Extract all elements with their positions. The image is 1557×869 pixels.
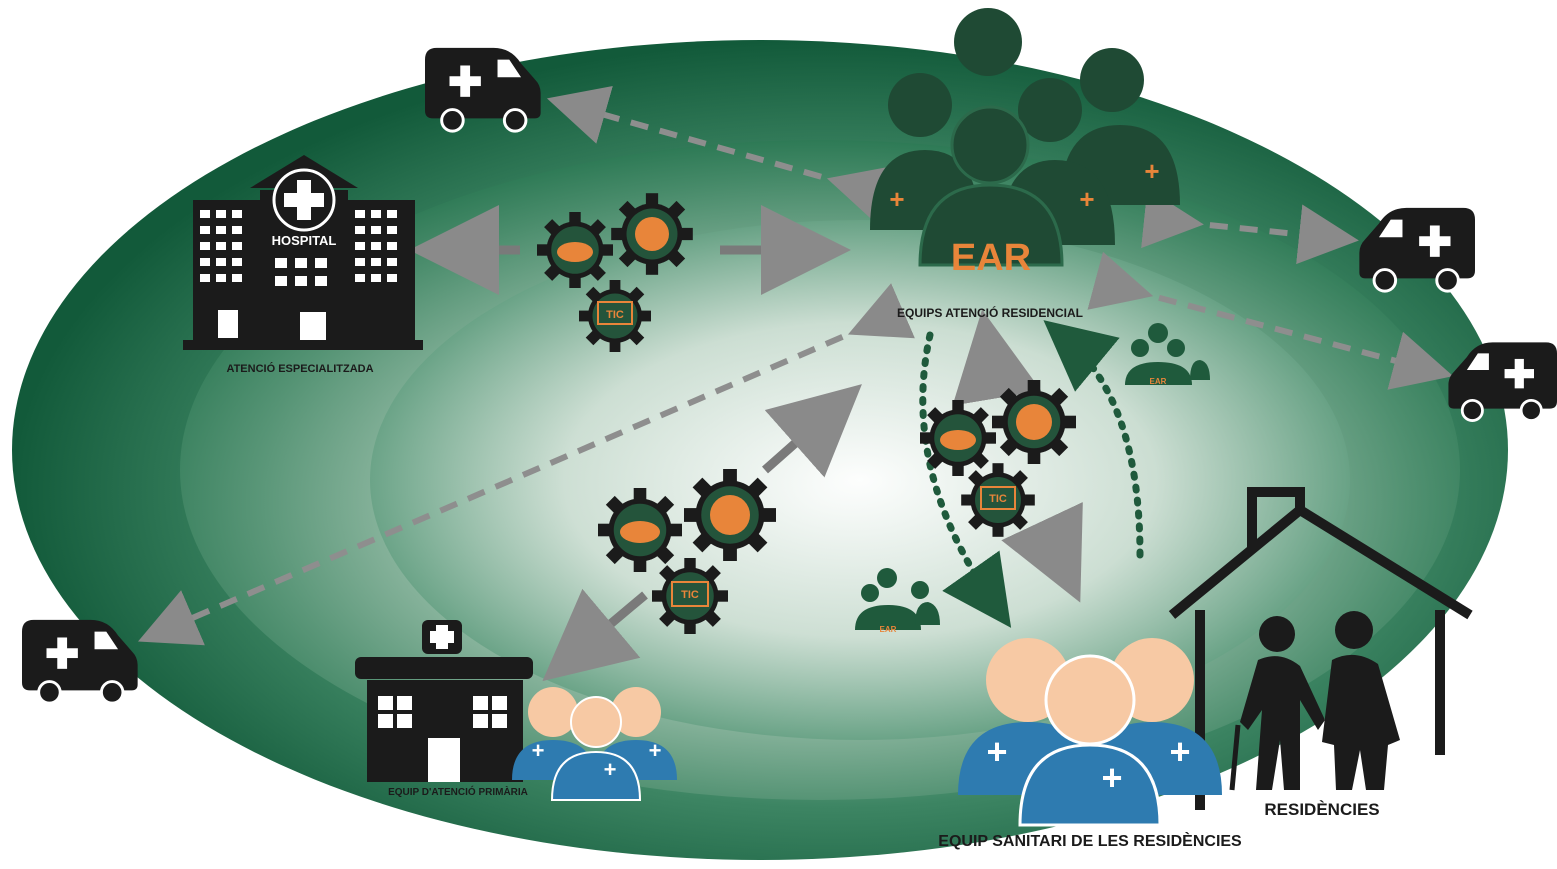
residence-links [919,320,1144,628]
small-ear-label: EAR [1150,377,1167,386]
elderly-couple-icon [1229,611,1400,791]
plus-icon: + [604,757,617,782]
hospital-sign: HOSPITAL [272,233,337,248]
handshake-icon [1016,404,1052,440]
tic-label: TIC [989,493,1007,505]
tic-label: TIC [681,589,699,601]
plus-icon: + [532,738,545,763]
gear-cluster-icon: TIC [537,193,693,352]
small-ear-label: EAR [880,625,897,634]
handshake-icon [710,495,750,535]
ambulance-links [137,86,1454,646]
plus-icon: + [1169,731,1190,772]
small-ear-team-icon: EAR [1125,323,1210,386]
primary-care-label: EQUIP D'ATENCIÓ PRIMÀRIA [388,785,528,798]
plus-icon: + [889,184,904,214]
plus-icon: + [1101,757,1122,798]
plus-icon: + [649,738,662,763]
ear-full-label: EQUIPS ATENCIÓ RESIDENCIAL [897,305,1083,320]
hospital-icon: HOSPITAL [183,155,423,350]
tic-label: TIC [606,309,624,321]
plus-icon: + [1144,156,1159,186]
residence-staff-label: EQUIP SANITARI DE LES RESIDÈNCIES [938,831,1242,850]
plus-icon: + [1079,184,1094,214]
handshake-icon [620,521,660,543]
gear-cluster-icon: TIC [598,469,776,634]
specialized-care-label: ATENCIÓ ESPECIALITZADA [226,362,373,375]
gear-cluster-icon: TIC [920,380,1076,537]
plus-icon: + [986,731,1007,772]
small-ear-team-icon: EAR [855,568,940,634]
residences-label: RESIDÈNCIES [1264,800,1379,819]
handshake-icon [635,217,669,251]
ear-title: EAR [951,237,1031,279]
primary-care-center-icon [355,620,533,782]
handshake-icon [557,242,593,262]
primary-care-staff-icon: + + + [512,687,677,801]
ear-team-icon: + + + EAR [870,8,1180,279]
handshake-icon [940,430,976,450]
coordination-arrows [409,205,1083,682]
residence-staff-icon: + + + [958,638,1222,827]
